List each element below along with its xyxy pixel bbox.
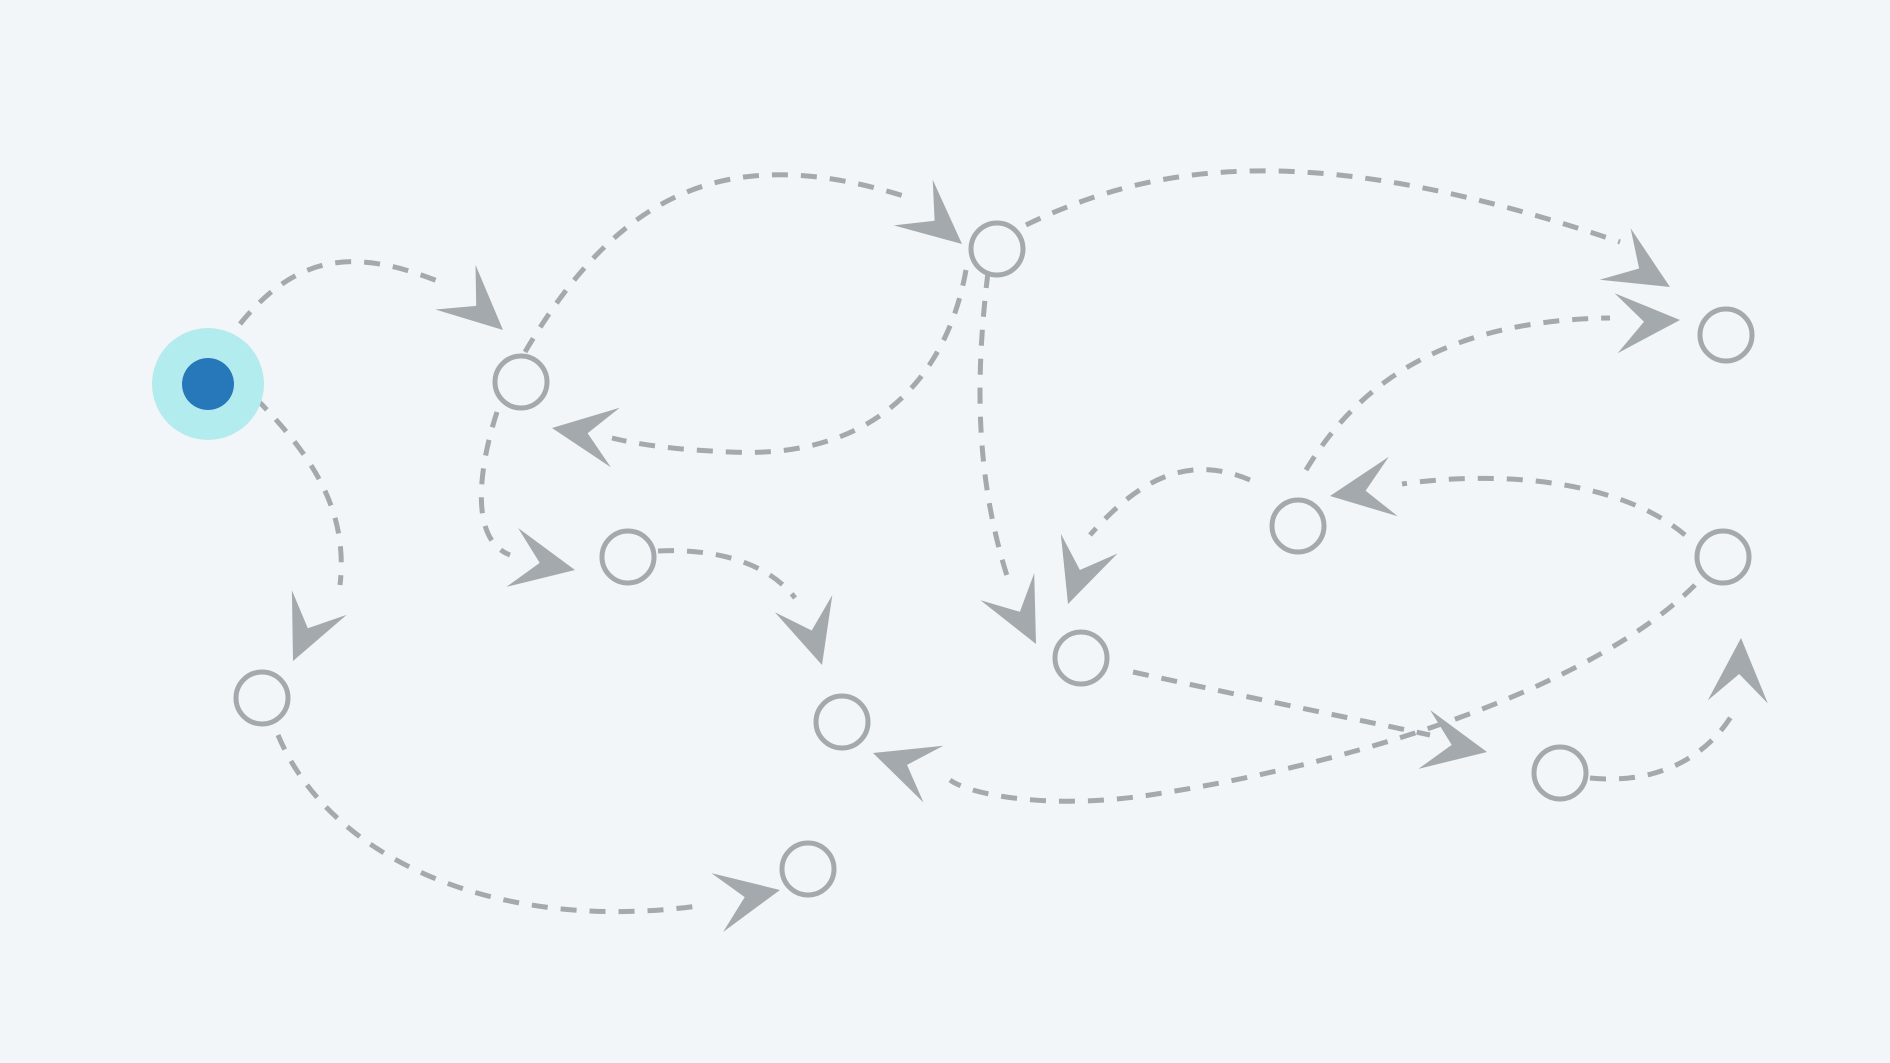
graph-node[interactable]: [492, 353, 550, 411]
node-circle: [492, 353, 550, 411]
edge-n4-n1: [977, 271, 1013, 586]
node-circle: [813, 693, 871, 751]
arrowhead-icon: [552, 407, 620, 468]
graph-node[interactable]: [968, 220, 1026, 278]
node-circle: [599, 528, 657, 586]
node-circle: [1694, 528, 1752, 586]
arrowhead-icon: [1599, 228, 1670, 287]
arrowhead-layer: [291, 179, 1768, 932]
active-node-core: [182, 358, 234, 410]
arrowhead-icon: [506, 528, 575, 587]
arrowhead-icon: [1330, 456, 1398, 517]
graph-node[interactable]: [1697, 306, 1755, 364]
edge-n0-n1: [238, 259, 441, 326]
edge-layer: [233, 168, 1738, 915]
graph-node[interactable]: [233, 669, 291, 727]
arrowhead-icon: [1707, 638, 1768, 704]
edge-n2-n3: [275, 734, 706, 915]
edge-n11-n6: [1401, 475, 1687, 537]
graph-node[interactable]: [1269, 497, 1327, 555]
edge-n11-n9: [1303, 315, 1611, 472]
arrowhead-icon: [873, 745, 944, 803]
edge-n13-n11: [1589, 708, 1738, 782]
arrowhead-icon: [291, 590, 347, 661]
node-circle: [233, 669, 291, 727]
arrowhead-icon: [1614, 293, 1680, 354]
active-node[interactable]: [152, 328, 264, 440]
edge-n7-n12: [948, 583, 1697, 804]
graph-node[interactable]: [813, 693, 871, 751]
edge-n1-n4: [522, 172, 911, 354]
edge-n1-n5: [478, 411, 512, 558]
arrowhead-icon: [435, 264, 503, 330]
graph-node[interactable]: [599, 528, 657, 586]
arrowhead-icon: [1418, 710, 1487, 769]
node-circle: [1531, 744, 1589, 802]
graph-node[interactable]: [1694, 528, 1752, 586]
edge-n4-n8: [1024, 168, 1621, 245]
arrowhead-icon: [774, 595, 833, 665]
graph-node[interactable]: [1052, 629, 1110, 687]
graph-node[interactable]: [1531, 744, 1589, 802]
edge-n9-n8: [1088, 467, 1251, 537]
node-circle: [1052, 629, 1110, 687]
edge-n9-n10: [1132, 669, 1431, 738]
graph-node[interactable]: [779, 840, 837, 898]
node-circle: [779, 840, 837, 898]
arrowhead-icon: [711, 873, 780, 932]
node-circle: [1697, 306, 1755, 364]
edge-n5-n6: [657, 548, 797, 600]
arrowhead-icon: [1060, 533, 1118, 604]
node-layer: [152, 220, 1755, 898]
arrowhead-icon: [980, 573, 1036, 644]
node-circle: [968, 220, 1026, 278]
arrowhead-icon: [893, 179, 962, 244]
node-circle: [1269, 497, 1327, 555]
edge-n4-n7: [611, 269, 969, 455]
